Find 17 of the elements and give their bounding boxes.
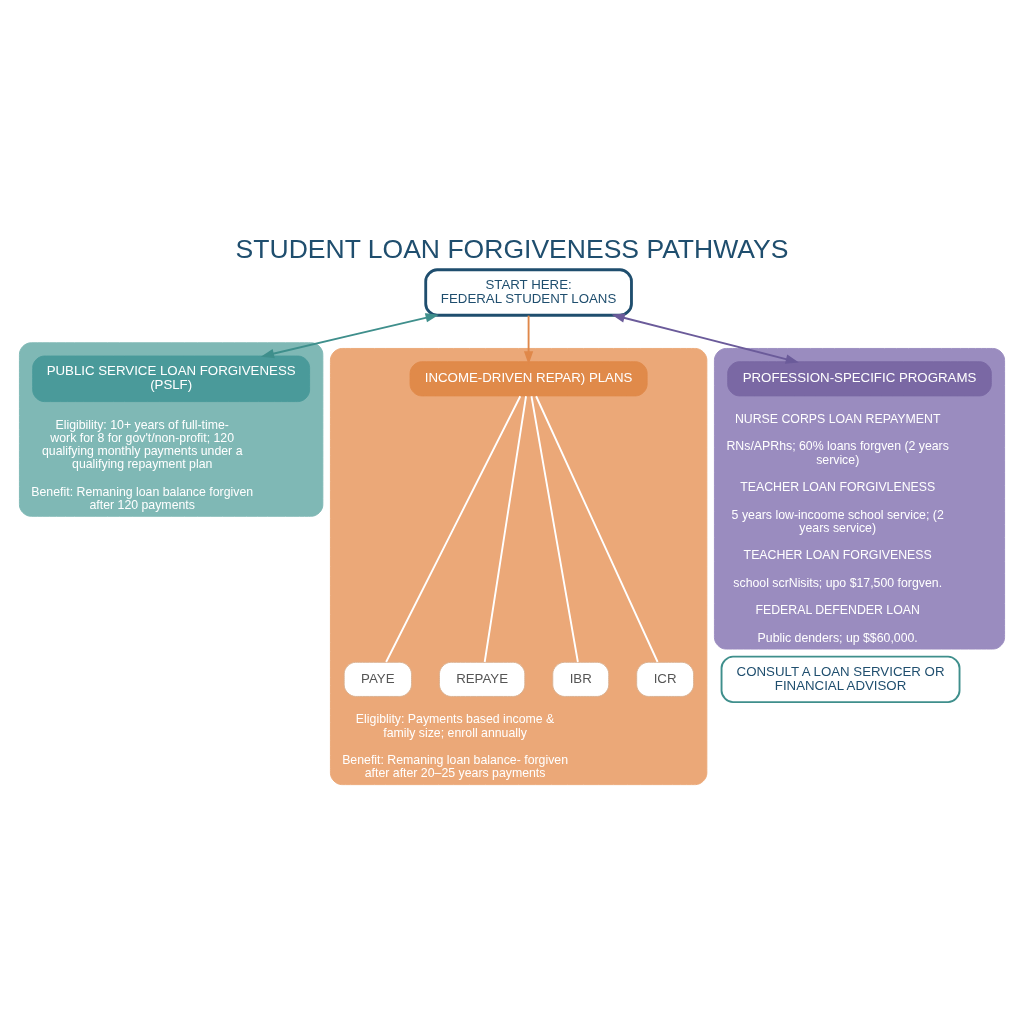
connector bbox=[535, 394, 659, 663]
node-box: ICR bbox=[636, 661, 695, 697]
connector bbox=[530, 394, 579, 663]
diagram-title: STUDENT LOAN FORGIVENESS PATHWAYS bbox=[235, 233, 789, 264]
node-box: PAYE bbox=[343, 661, 412, 697]
node-box: PUBLIC SERVICE LOAN FORGIVENESS (PSLF) bbox=[32, 355, 311, 402]
node-box: REPAYE bbox=[439, 661, 526, 697]
arrow bbox=[611, 312, 799, 364]
node-box: START HERE: FEDERAL STUDENT LOANS bbox=[424, 267, 633, 317]
node-box: PROFESSION-SPECIFIC PROGRAMS bbox=[727, 360, 992, 396]
connector bbox=[385, 394, 522, 663]
node-box: CONSULT A LOAN SERVICER OR FINANCIAL ADVISOR bbox=[720, 655, 961, 703]
node-box: IBR bbox=[552, 661, 610, 697]
connector bbox=[483, 394, 527, 663]
arrow bbox=[260, 312, 439, 358]
node-box: INCOME-DRIVEN REPAR) PLANS bbox=[409, 360, 648, 396]
arrow bbox=[523, 314, 534, 365]
